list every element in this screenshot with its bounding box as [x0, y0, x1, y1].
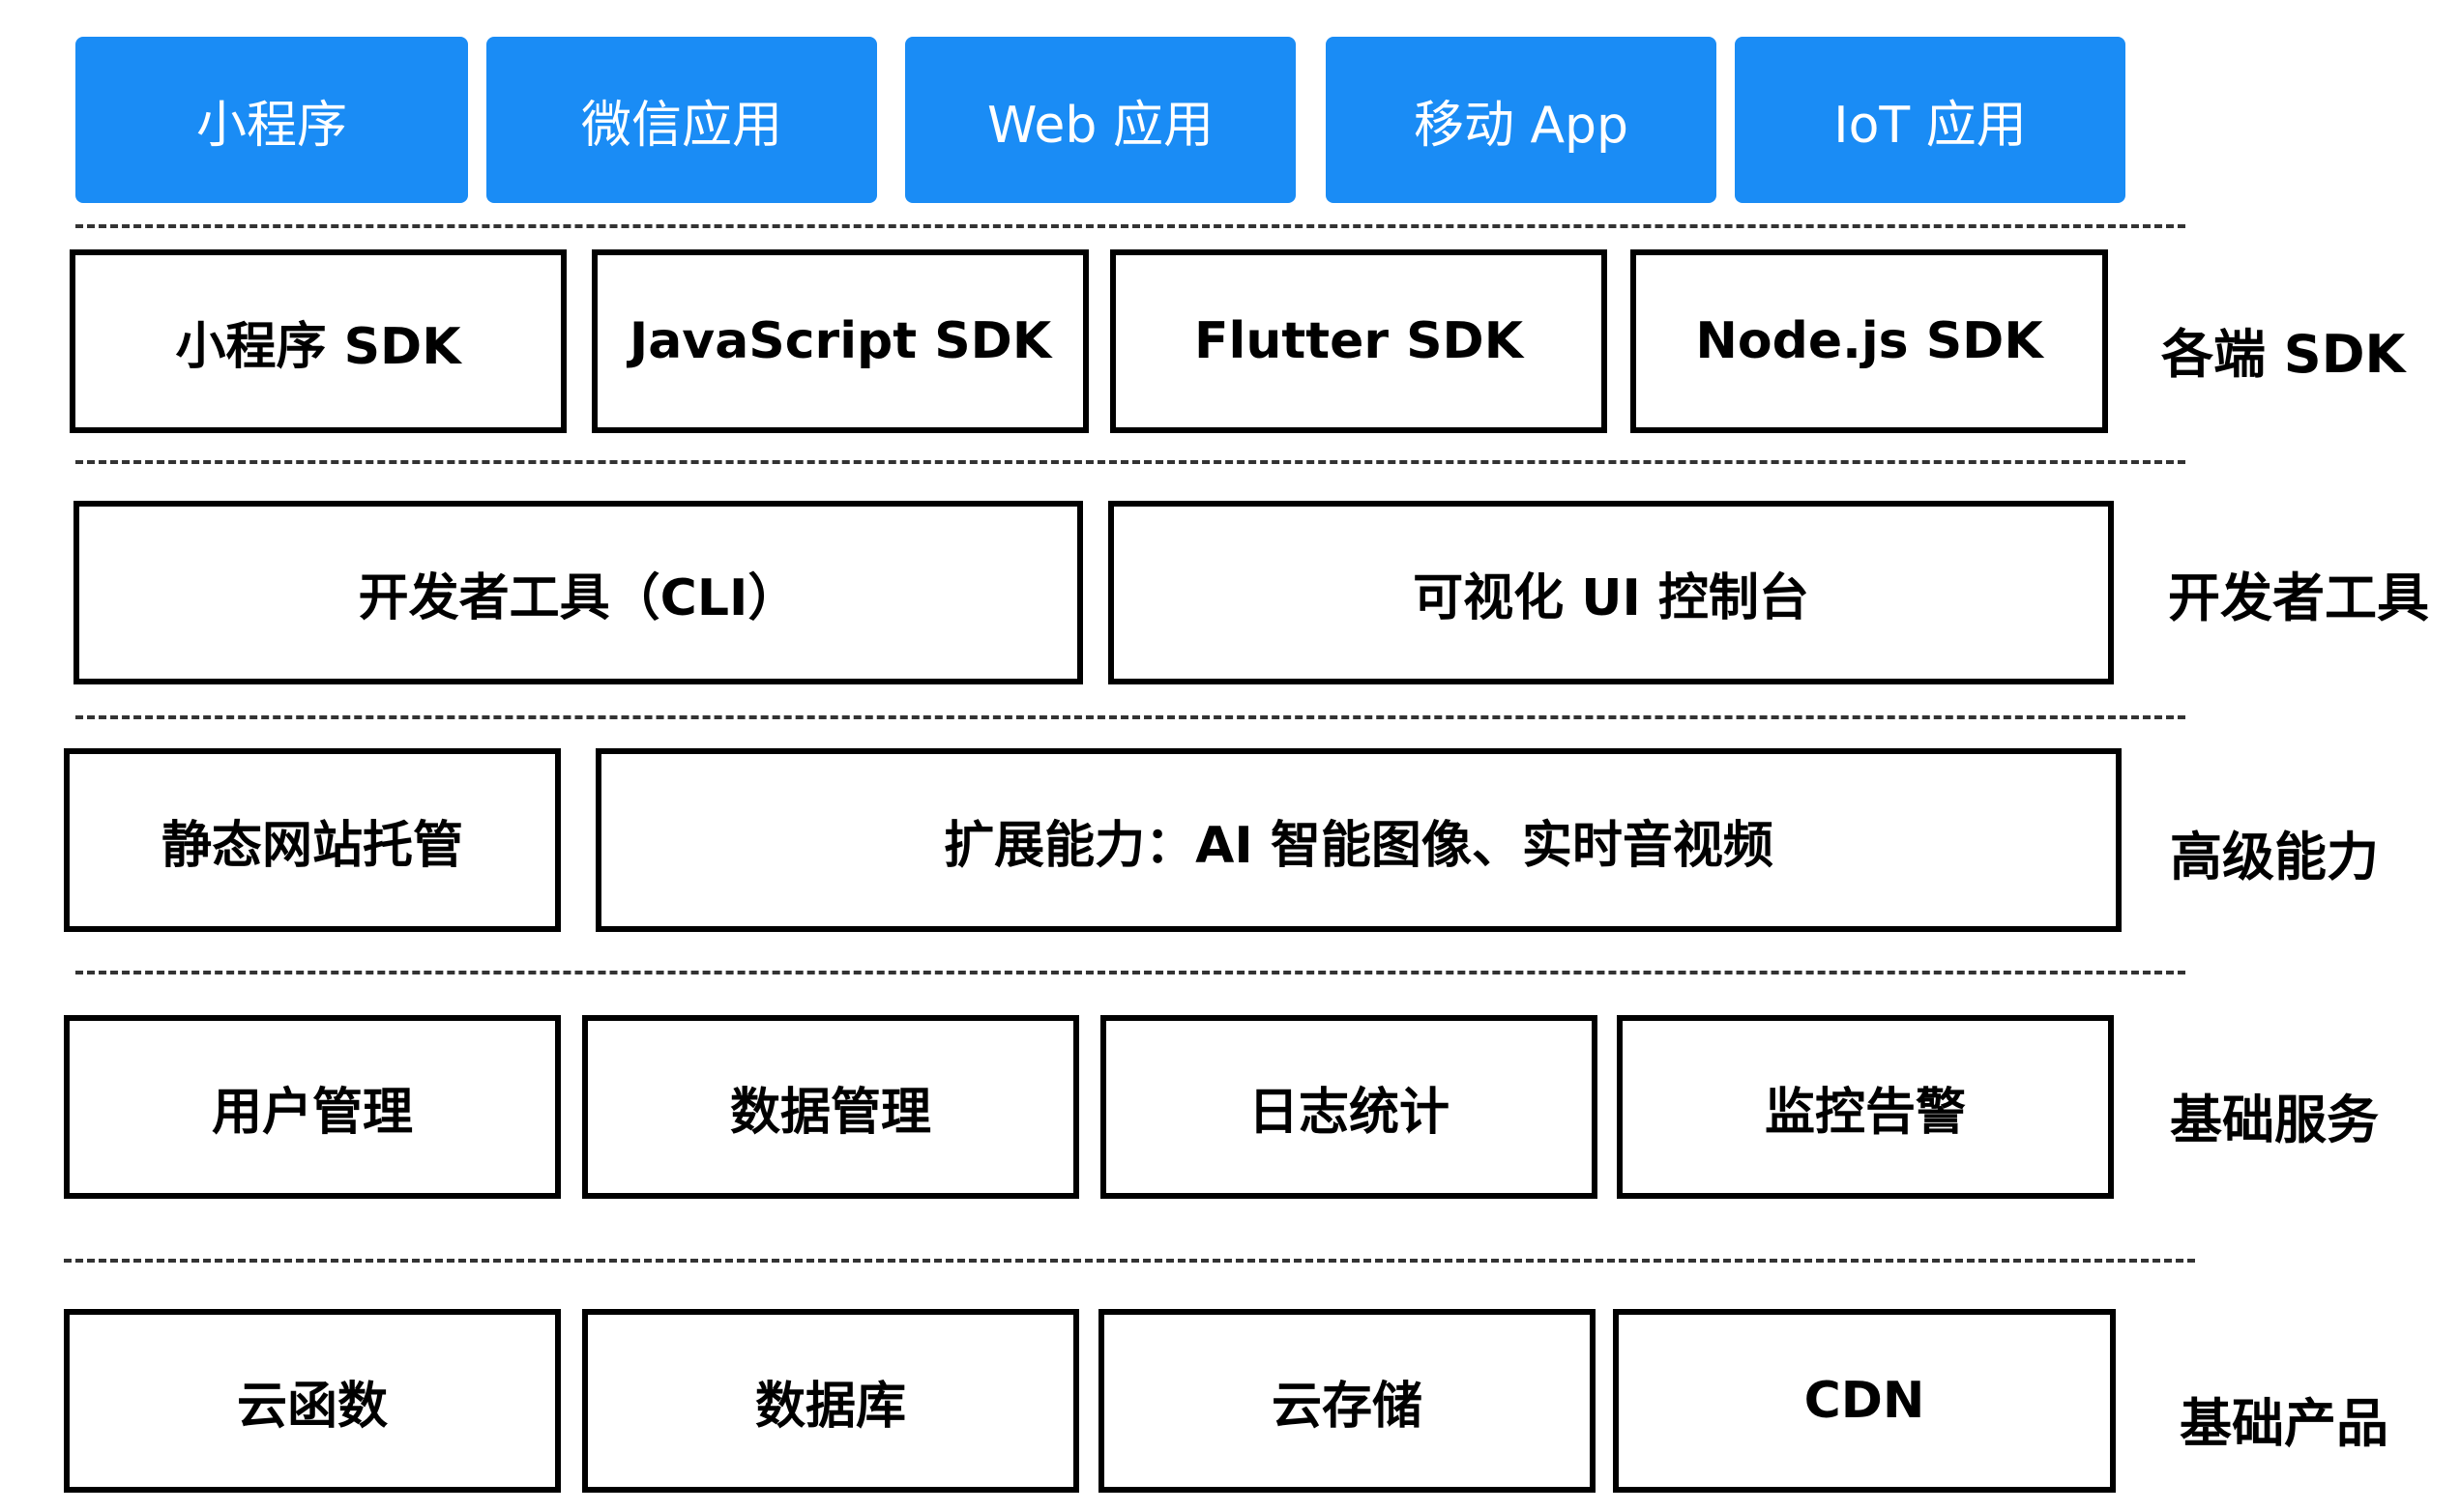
- layer-divider: [75, 224, 2185, 228]
- box-label: 数据库: [754, 1377, 906, 1436]
- app-label: 小程序: [195, 96, 347, 155]
- app-label: 微信应用: [580, 96, 782, 155]
- devtools-cli: 开发者工具（CLI）: [73, 501, 1083, 684]
- app-web: Web 应用: [905, 37, 1296, 203]
- app-iot: IoT 应用: [1735, 37, 2125, 203]
- layer-label-devtools: 开发者工具: [2168, 567, 2429, 628]
- layer-divider: [64, 1259, 2195, 1263]
- box-label: Flutter SDK: [1193, 312, 1523, 370]
- sdk-nodejs: Node.js SDK: [1630, 249, 2108, 433]
- box-label: Node.js SDK: [1695, 312, 2043, 370]
- box-label: 用户管理: [211, 1083, 413, 1142]
- layer-divider: [75, 971, 2185, 974]
- app-wechat: 微信应用: [486, 37, 877, 203]
- sdk-javascript: JavaScript SDK: [592, 249, 1089, 433]
- service-data-management: 数据管理: [582, 1015, 1079, 1199]
- product-cloud-function: 云函数: [64, 1309, 561, 1493]
- service-monitoring-alerts: 监控告警: [1617, 1015, 2114, 1199]
- box-label: 云存储: [1271, 1377, 1422, 1436]
- app-mobile: 移动 App: [1326, 37, 1716, 203]
- app-label: Web 应用: [987, 96, 1214, 155]
- app-label: 移动 App: [1413, 96, 1629, 155]
- advanced-static-hosting: 静态网站托管: [64, 748, 561, 932]
- box-label: 日志统计: [1247, 1083, 1450, 1142]
- app-mini-program: 小程序: [75, 37, 468, 203]
- layer-label-sdk: 各端 SDK: [2161, 324, 2406, 385]
- app-label: IoT 应用: [1833, 96, 2027, 155]
- devtools-console: 可视化 UI 控制台: [1108, 501, 2114, 684]
- box-label: 静态网站托管: [161, 816, 463, 875]
- advanced-extensions: 扩展能力：AI 智能图像、实时音视频: [596, 748, 2122, 932]
- layer-label-services: 基础服务: [2170, 1090, 2379, 1150]
- product-cloud-storage: 云存储: [1098, 1309, 1596, 1493]
- box-label: 开发者工具（CLI）: [358, 568, 799, 627]
- layer-label-products: 基础产品: [2180, 1393, 2388, 1454]
- layer-divider: [75, 460, 2185, 464]
- service-user-management: 用户管理: [64, 1015, 561, 1199]
- layer-divider: [75, 715, 2185, 719]
- service-log-statistics: 日志统计: [1100, 1015, 1597, 1199]
- box-label: 可视化 UI 控制台: [1413, 568, 1809, 627]
- layer-label-advanced: 高级能力: [2170, 827, 2379, 887]
- box-label: 云函数: [236, 1377, 388, 1436]
- sdk-flutter: Flutter SDK: [1110, 249, 1607, 433]
- product-cdn: CDN: [1613, 1309, 2116, 1493]
- box-label: JavaScript SDK: [629, 312, 1052, 370]
- product-database: 数据库: [582, 1309, 1079, 1493]
- box-label: 数据管理: [729, 1083, 931, 1142]
- box-label: 监控告警: [1764, 1083, 1966, 1142]
- box-label: 小程序 SDK: [175, 317, 461, 376]
- box-label: 扩展能力：AI 智能图像、实时音视频: [944, 816, 1773, 875]
- box-label: CDN: [1803, 1372, 1925, 1430]
- sdk-mini-program: 小程序 SDK: [70, 249, 567, 433]
